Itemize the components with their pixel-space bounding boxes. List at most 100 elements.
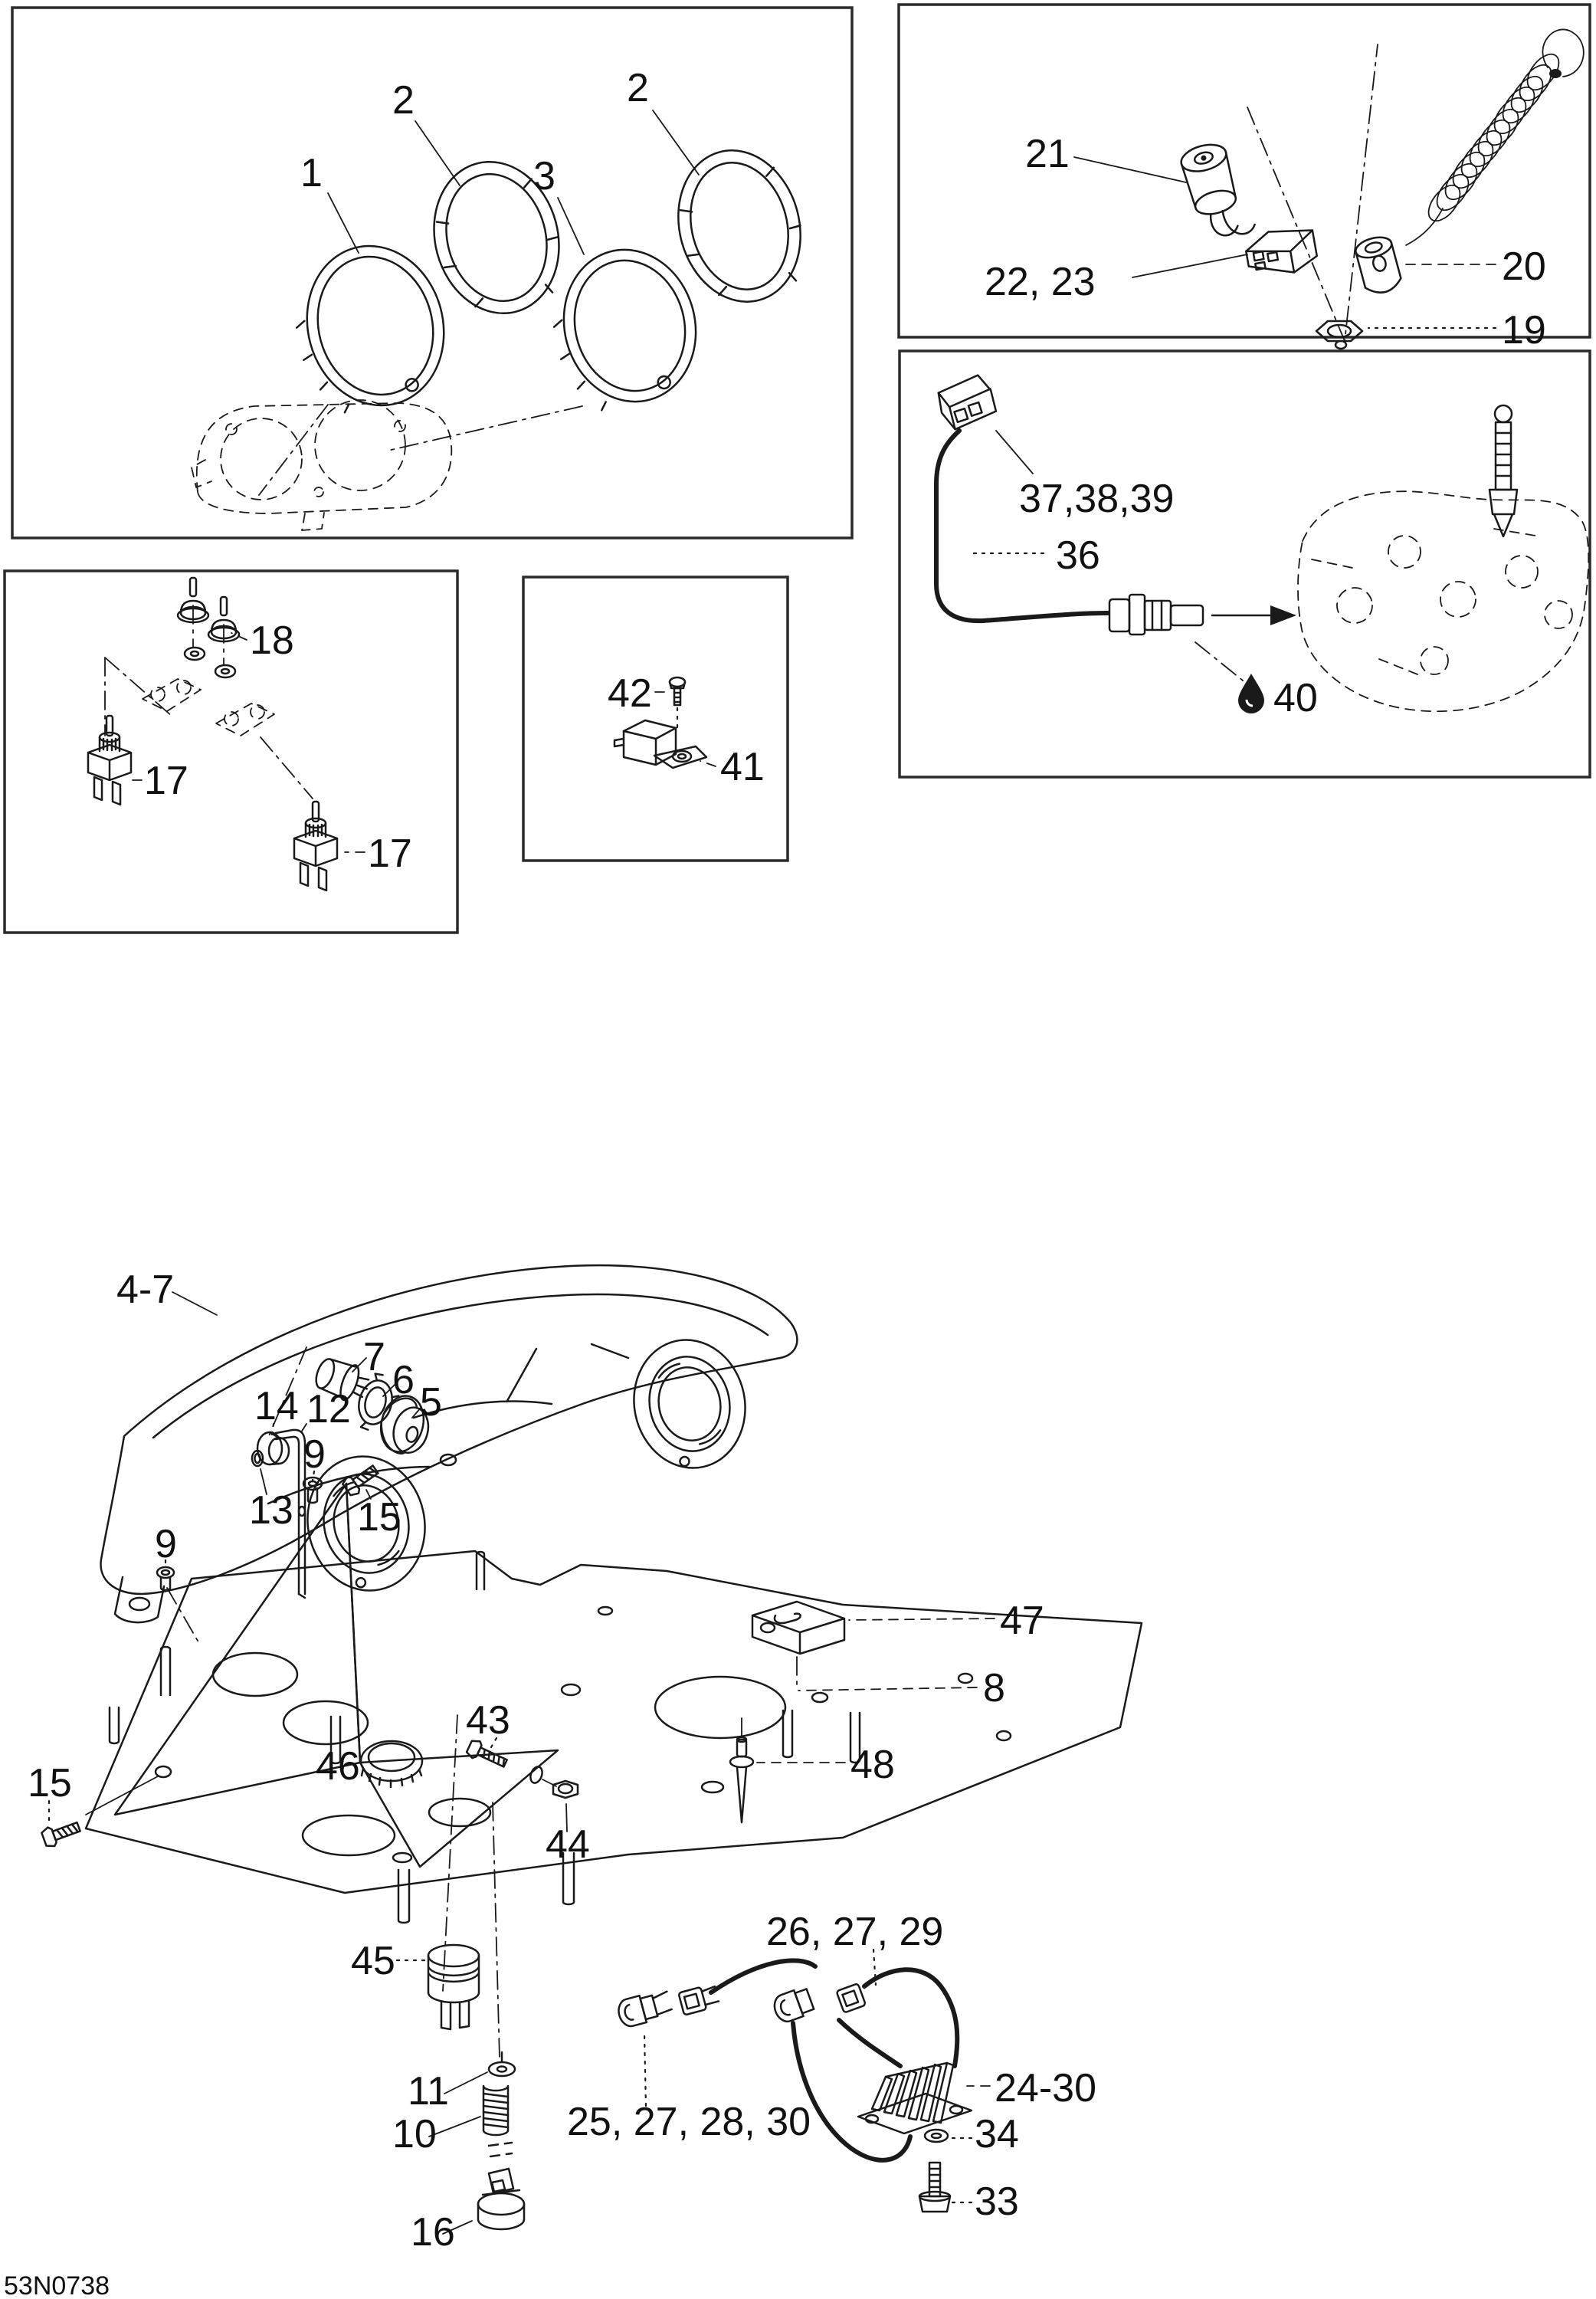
clip-block-art (751, 1600, 846, 1655)
part-label-22-23: 22, 23 (985, 260, 1096, 304)
part-label-34: 34 (975, 2112, 1019, 2156)
leader-lines (1073, 156, 1497, 330)
part-label-47: 47 (1000, 1599, 1044, 1643)
instruments-box: 1 2 3 2 (11, 6, 854, 539)
headlight-shell-art (100, 1264, 798, 1624)
headlight-assembly: 4-7 7 6 5 14 12 13 9 15 9 15 47 8 48 43 … (28, 1264, 1143, 2255)
part-label-16: 16 (411, 2210, 455, 2255)
part-label-2a: 2 (392, 78, 415, 123)
spark-plug-art (1488, 404, 1519, 538)
part-label-24-30: 24-30 (995, 2066, 1096, 2110)
part-label-8: 8 (983, 1666, 1005, 1710)
ignition-box: 21 22, 23 20 19 (897, 3, 1591, 353)
washer-art (923, 2128, 949, 2143)
voltage-regulator-art (857, 2061, 973, 2135)
part-label-2b: 2 (627, 66, 649, 110)
tether-cord-art (1405, 28, 1585, 246)
part-label-36: 36 (1056, 533, 1100, 578)
leader-lines (654, 691, 716, 767)
part-label-9a: 9 (303, 1432, 326, 1477)
alignment-lines (258, 404, 583, 496)
screw-art (465, 1740, 508, 1768)
part-label-18: 18 (250, 618, 294, 663)
part-label-20: 20 (1502, 244, 1546, 289)
part-label-15b: 15 (28, 1761, 72, 1805)
park-bulb-art (477, 2167, 526, 2231)
leader-lines (125, 632, 365, 853)
part-label-15a: 15 (357, 1495, 401, 1540)
alignment-lines (1247, 44, 1378, 342)
sensor-cable-art (934, 428, 1110, 624)
rivet-art (156, 1566, 175, 1592)
part-label-40: 40 (1273, 676, 1318, 720)
part-label-44: 44 (546, 1822, 590, 1867)
part-label-37-39: 37,38,39 (1019, 477, 1174, 521)
part-label-4-7: 4-7 (116, 1268, 174, 1312)
part-label-26-29: 26, 27, 29 (766, 1910, 943, 1954)
part-label-5: 5 (420, 1380, 442, 1425)
harness-connector-art (618, 1990, 673, 2028)
part-label-3: 3 (533, 154, 555, 198)
part-label-46: 46 (316, 1744, 360, 1789)
toggle-switch-art (87, 714, 133, 806)
cluster-support-art (191, 399, 453, 531)
part-label-10: 10 (392, 2112, 437, 2156)
gauge-art (552, 248, 697, 412)
ignition-switch-art (1180, 143, 1256, 237)
toggle-switch-art (293, 800, 339, 892)
switches-box: 18 17 17 (3, 569, 459, 934)
part-label-21: 21 (1025, 132, 1070, 176)
harness-connector-art (678, 1985, 720, 2016)
leader-lines (48, 1291, 995, 2235)
base-plate-art (84, 1550, 1143, 1894)
projector-ring-art (633, 1339, 746, 1469)
leader-lines (968, 430, 1244, 681)
oil-drop-icon (1238, 674, 1264, 713)
adjuster-rod-art (274, 1428, 306, 1599)
bolt-art (918, 2161, 952, 2213)
part-label-43: 43 (466, 1698, 510, 1743)
part-label-17b: 17 (368, 831, 412, 876)
sensor-connector-art (937, 374, 998, 431)
retaining-ring-art (358, 1373, 400, 1431)
nut-art (552, 1779, 579, 1799)
relay-screw-art (668, 676, 687, 707)
leader-lines (327, 110, 700, 255)
engine-art (1297, 490, 1590, 713)
part-label-33: 33 (975, 2179, 1019, 2224)
grommet-art (359, 1740, 424, 1789)
bulb-cap-art (379, 1395, 430, 1455)
document-code: 53N0738 (4, 2271, 110, 2299)
part-label-17a: 17 (144, 759, 188, 803)
spring-art (482, 2084, 513, 2158)
part-label-42: 42 (608, 671, 652, 716)
bracket-art (142, 678, 275, 736)
washer-art (487, 2051, 516, 2078)
relay-art (613, 719, 708, 769)
part-label-45: 45 (351, 1939, 395, 1983)
tether-cap-art (1355, 236, 1402, 294)
bezel-art (677, 149, 801, 303)
part-label-7: 7 (363, 1335, 385, 1379)
alignment-lines (104, 605, 313, 799)
bolt-art (341, 1464, 379, 1497)
relay-box: 42 41 (522, 576, 789, 862)
lamp-socket-art (427, 1943, 480, 2031)
part-label-9b: 9 (155, 1522, 177, 1566)
part-label-41: 41 (720, 745, 765, 789)
alignment-lines (166, 1346, 798, 2059)
part-label-48: 48 (850, 1743, 895, 1787)
part-label-25-30: 25, 27, 28, 30 (567, 2100, 811, 2144)
sensor-fitting-art (1108, 593, 1204, 636)
tether-nut-art (1315, 320, 1364, 350)
part-label-13: 13 (249, 1488, 293, 1533)
part-label-19: 19 (1502, 308, 1546, 353)
rivet-art (302, 1476, 323, 1504)
part-label-11: 11 (408, 2069, 449, 2114)
part-label-14: 14 (254, 1384, 299, 1428)
pin-art (729, 1736, 755, 1824)
part-label-12: 12 (306, 1387, 351, 1432)
bezel-art (433, 160, 560, 315)
